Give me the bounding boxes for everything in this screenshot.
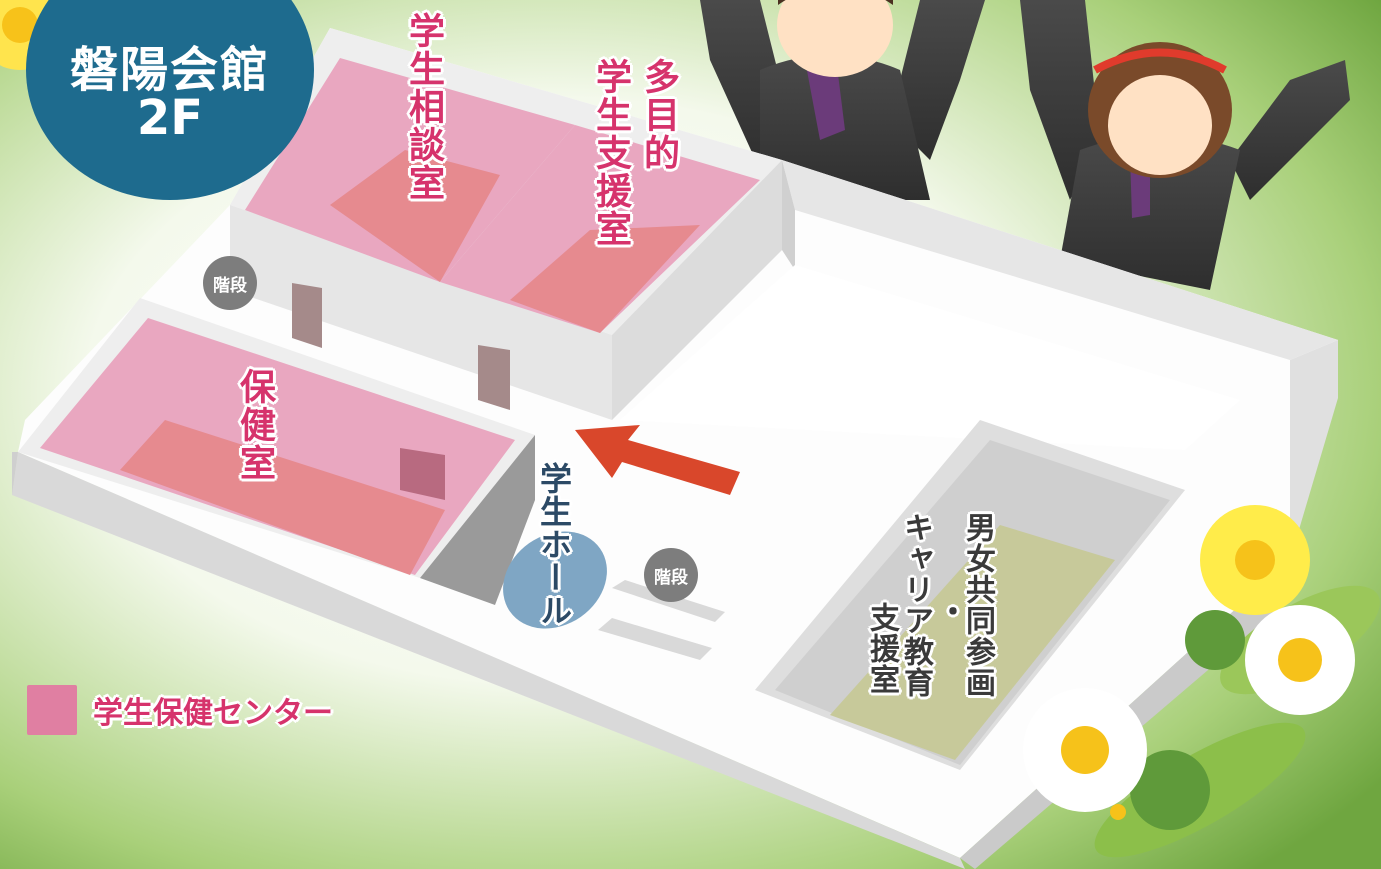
building-floor-badge: 磐陽会館 2F — [26, 0, 314, 200]
student-boy-illustration — [700, 0, 985, 200]
floor-label: 2F — [136, 90, 204, 146]
room-multipurpose-floor — [440, 125, 760, 333]
label-gender-career-line4: 支援室 — [864, 602, 899, 695]
direction-arrow — [575, 425, 740, 495]
label-gender-career-line1: 男女共同参画 — [960, 512, 995, 698]
label-multipurpose-line2: 学生支援室 — [590, 58, 631, 248]
label-gender-career-line3: キャリア教育 — [898, 512, 933, 698]
label-health-room: 保健室 — [234, 368, 275, 482]
student-hall-highlight — [503, 531, 607, 629]
label-multipurpose-line1: 多目的 — [638, 58, 679, 172]
legend-label: 学生保健センター — [93, 696, 333, 731]
building-name: 磐陽会館 — [69, 42, 270, 98]
label-student-hall: 学生ホール — [535, 462, 573, 627]
room-gender-career-floor — [830, 525, 1115, 760]
flower-cluster-bottom-right — [1023, 505, 1380, 858]
legend: 学生保健センター — [27, 685, 333, 735]
student-girl-illustration — [1020, 0, 1350, 290]
stairs-badge-upper: 階段 — [203, 256, 257, 310]
legend-swatch — [27, 685, 77, 735]
label-counseling-room: 学生相談室 — [403, 12, 444, 202]
stairs-badge-lower: 階段 — [644, 548, 698, 602]
label-gender-career-line2: ・ — [932, 596, 967, 627]
